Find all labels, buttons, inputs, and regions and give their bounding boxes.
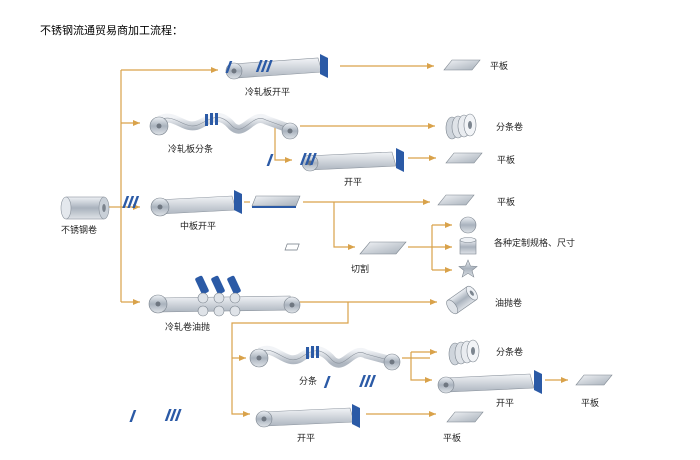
label-open-3: 开平 xyxy=(297,433,315,444)
flow-lines xyxy=(108,63,568,417)
label-slit-2: 分条 xyxy=(299,375,317,387)
label-slit-coil-2: 分条卷 xyxy=(496,346,523,358)
label-cutting: 切割 xyxy=(351,263,369,275)
label-cold-slit: 冷轧板分条 xyxy=(168,143,213,155)
machine-mid-cut xyxy=(122,190,242,217)
machine-cold-slit xyxy=(149,113,299,140)
cutting-sheet xyxy=(284,241,407,255)
label-custom: 各种定制规格、尺寸 xyxy=(494,237,575,249)
label-oil-coil: 油抛卷 xyxy=(495,297,522,309)
machine-cold-cut xyxy=(225,54,328,80)
output-slit-coil-2 xyxy=(448,339,480,366)
star-shape-icon xyxy=(458,259,478,278)
circle-shape-icon xyxy=(459,216,477,234)
label-open-1: 开平 xyxy=(344,177,362,188)
source-coil xyxy=(60,196,110,220)
flow-line xyxy=(231,302,349,417)
label-slit-coil-1: 分条卷 xyxy=(496,121,523,133)
output-flat-4 xyxy=(575,374,613,386)
diagram-title: 不锈钢流通贸易商加工流程： xyxy=(40,23,183,37)
label-flat-3: 平板 xyxy=(497,196,515,208)
output-flat-5 xyxy=(446,411,484,423)
label-polish: 冷轧卷油抛 xyxy=(165,321,210,333)
machine-open-2 xyxy=(323,370,542,394)
cylinder-shape-icon xyxy=(459,237,477,255)
machine-open-1 xyxy=(266,148,404,172)
output-flat-3 xyxy=(437,194,475,206)
flow-line xyxy=(274,126,292,163)
label-flat-2: 平板 xyxy=(497,154,515,166)
machine-polish xyxy=(148,275,301,317)
label-flat-5: 平板 xyxy=(443,432,461,444)
output-oil-coil xyxy=(446,285,478,315)
label-source-coil: 不锈钢卷 xyxy=(61,224,97,236)
mid-plate-sheet xyxy=(251,195,301,208)
output-flat-2 xyxy=(445,152,483,164)
custom-shapes xyxy=(458,216,478,278)
label-mid-cut: 中板开平 xyxy=(180,220,216,232)
machine-open-3 xyxy=(129,404,360,428)
output-flat-1 xyxy=(443,59,481,71)
label-flat-4: 平板 xyxy=(581,397,599,409)
label-cold-cut: 冷轧板开平 xyxy=(245,86,290,98)
flow-line xyxy=(333,202,355,250)
flow-line xyxy=(410,352,432,383)
label-flat-1: 平板 xyxy=(490,60,508,72)
output-slit-coil-1 xyxy=(445,113,477,140)
label-open-2: 开平 xyxy=(496,398,514,409)
machine-slit-2 xyxy=(249,345,401,371)
